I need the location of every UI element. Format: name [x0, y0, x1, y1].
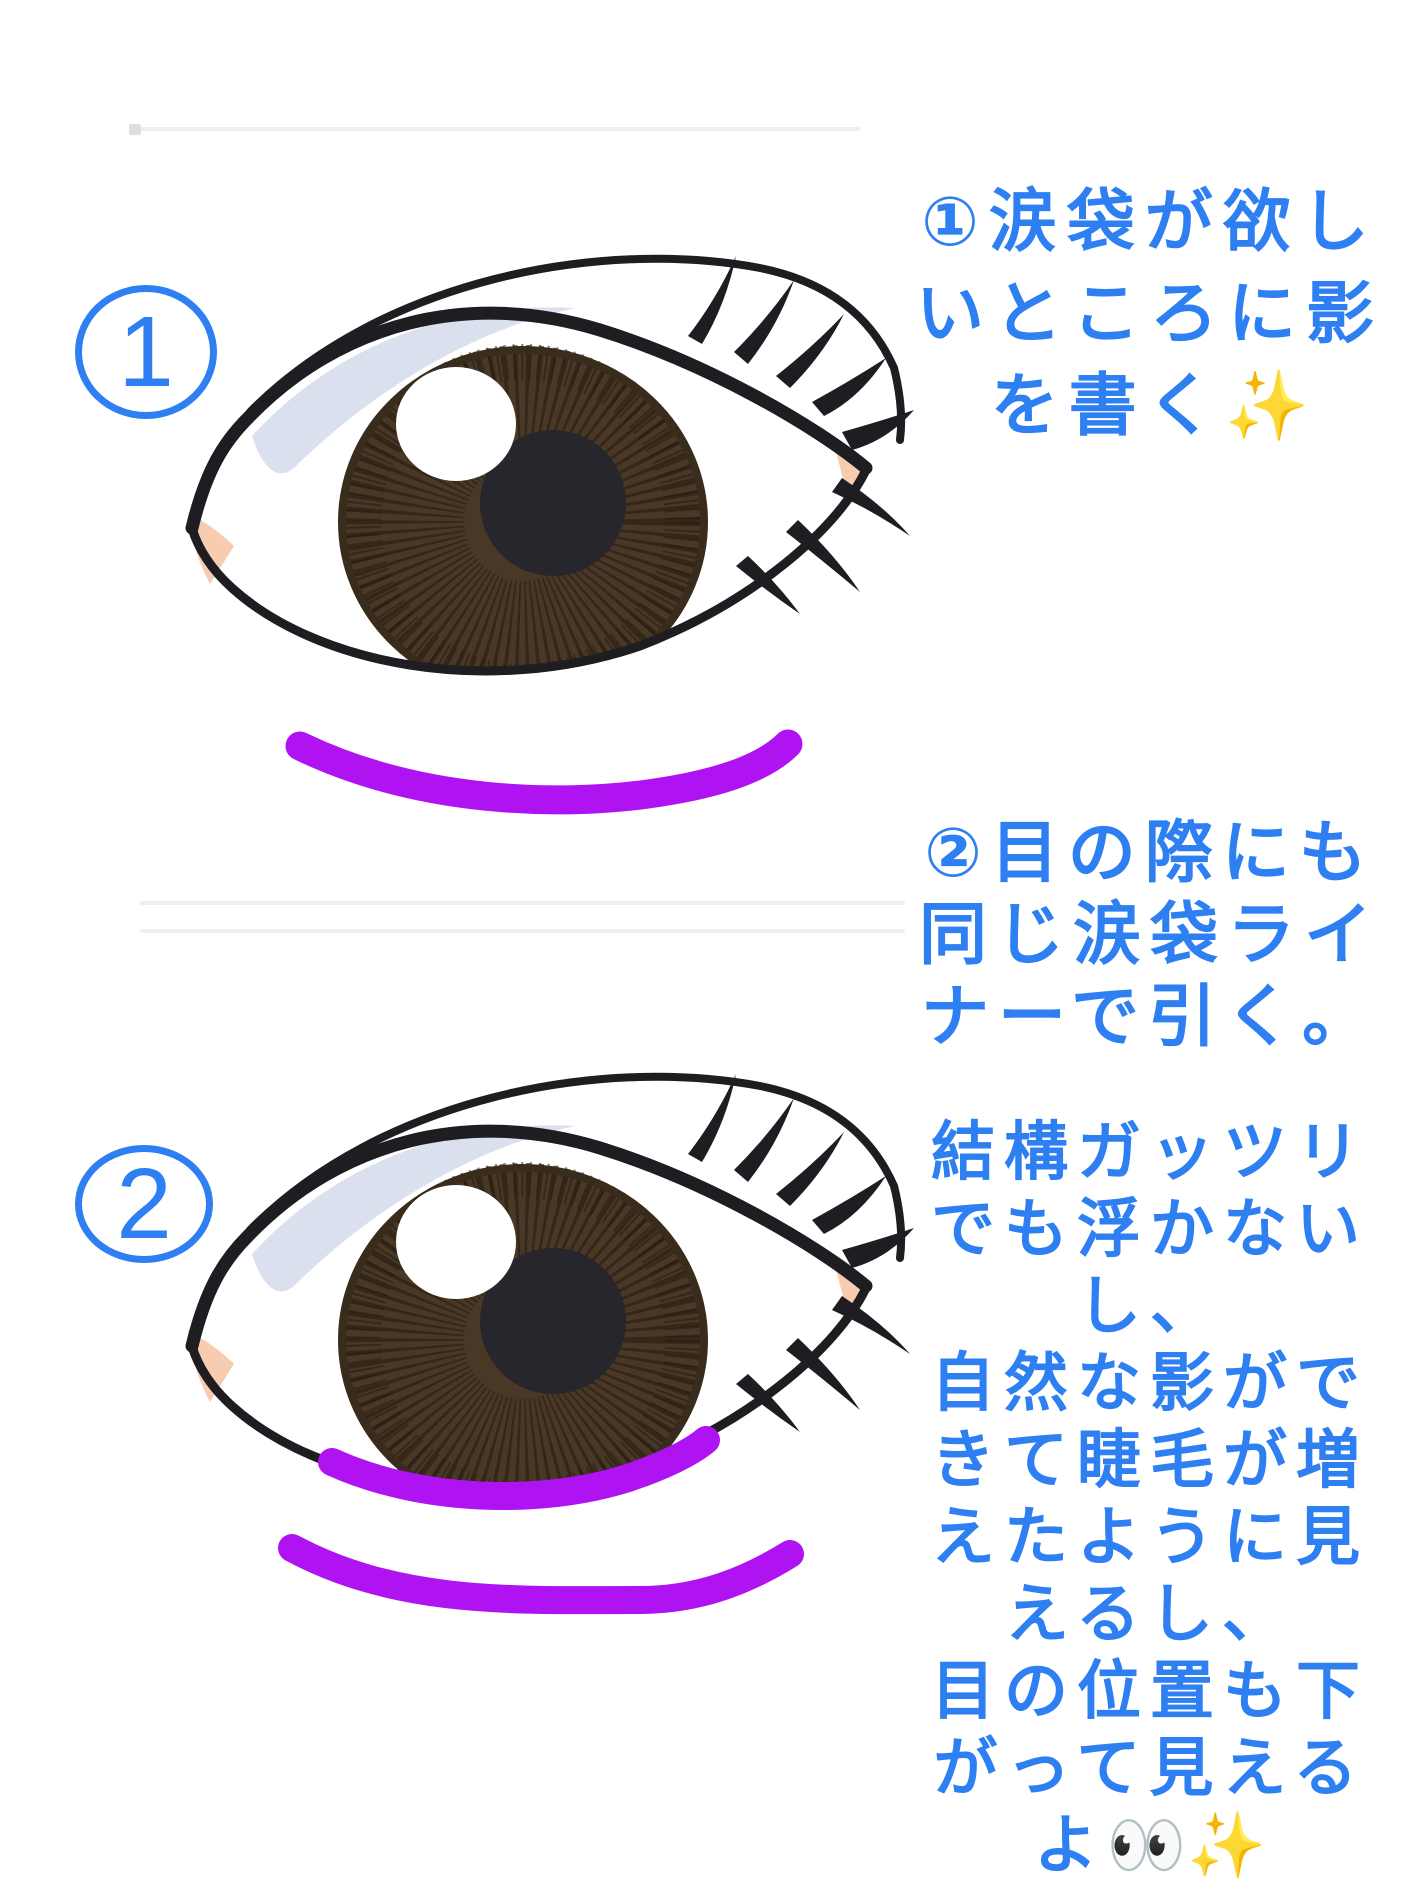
divider-tick [129, 124, 141, 135]
caption-line: いところに影 [915, 276, 1384, 352]
notes-line: えたように見 [931, 1501, 1369, 1573]
notes-line: がって見える [933, 1732, 1367, 1804]
step1-number-badge: 1 [75, 285, 217, 419]
sparkle-emoji: ✨ [1224, 368, 1310, 444]
notes-line: 目の位置も下 [931, 1655, 1369, 1727]
caption-line: ②目の際にも [924, 815, 1376, 891]
eyes-emoji: 👀 [1106, 1809, 1187, 1881]
notes-line: でも浮かない [931, 1193, 1369, 1265]
caption-line: ナーで引く。 [921, 979, 1379, 1055]
divider-line-top [130, 127, 860, 131]
divider-line-mid-a [140, 901, 905, 905]
liner-stroke-step1 [285, 729, 803, 815]
notes-line: し、 [1077, 1270, 1223, 1342]
notes-line: きて睫毛が増 [931, 1424, 1369, 1496]
caption-line: ①涙袋が欲し [921, 184, 1379, 260]
notes-line: 自然な影がで [931, 1347, 1369, 1419]
notes-line: よ👀✨ [880, 1807, 1420, 1884]
notes-line: 結構ガッツリ [931, 1116, 1369, 1188]
eye-illustration-step1 [188, 256, 914, 694]
caption-text: を書く [990, 368, 1225, 444]
divider-line-mid-b [140, 929, 905, 933]
liner-stroke-step2-lashline [318, 1426, 720, 1511]
notes-line: えるし、 [1004, 1578, 1296, 1650]
step2-caption: ②目の際にも 同じ涙袋ライ ナーで引く。 [880, 812, 1420, 1058]
step1-number: 1 [118, 296, 174, 408]
liner-stroke-step2-shadow [278, 1534, 804, 1615]
notes-caption: 結構ガッツリ でも浮かない し、 自然な影がで きて睫毛が増 えたように見 える… [880, 1114, 1420, 1884]
step1-caption: ①涙袋が欲し いところに影 を書く✨ [880, 176, 1420, 452]
caption-line: 同じ涙袋ライ [918, 897, 1381, 973]
caption-line: を書く✨ [880, 360, 1420, 452]
sparkle-emoji: ✨ [1186, 1809, 1267, 1881]
step2-number-badge: 2 [75, 1145, 213, 1263]
notes-text: よ [1033, 1809, 1107, 1881]
eye-illustration-step2 [188, 1074, 914, 1512]
step2-number: 2 [116, 1148, 172, 1260]
